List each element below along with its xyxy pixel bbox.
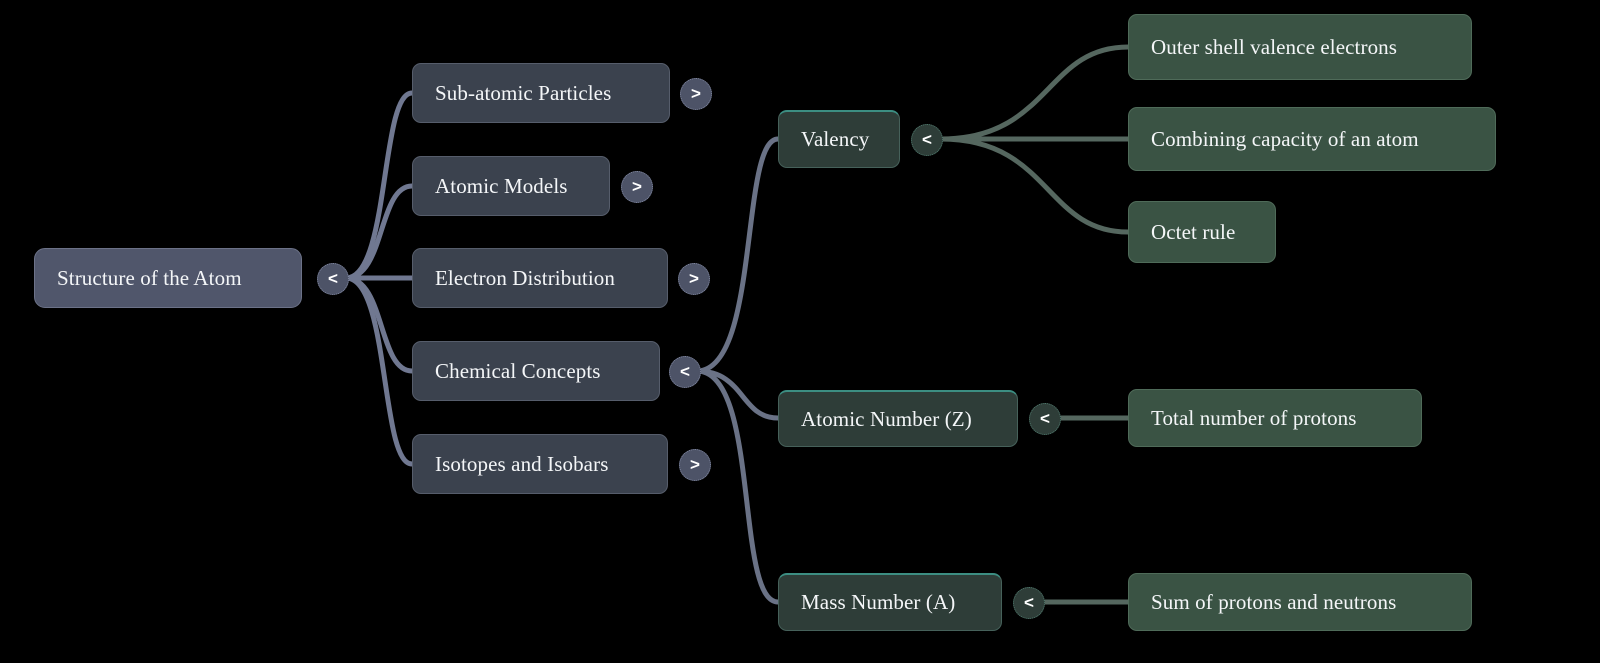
node-isotopes-and-isobars-label: Isotopes and Isobars: [435, 451, 609, 476]
node-mass-number[interactable]: Mass Number (A): [778, 573, 1002, 631]
node-outer-shell-valence-electrons[interactable]: Outer shell valence electrons: [1128, 14, 1472, 80]
chevron-right-icon: >: [689, 268, 699, 288]
node-valency-label: Valency: [801, 127, 870, 151]
node-sum-of-protons-and-neutrons[interactable]: Sum of protons and neutrons: [1128, 573, 1472, 631]
chevron-left-icon: <: [1024, 592, 1034, 612]
node-sum-of-protons-and-neutrons-label: Sum of protons and neutrons: [1151, 589, 1397, 614]
node-electron-distribution[interactable]: Electron Distribution: [412, 248, 668, 308]
node-octet-rule[interactable]: Octet rule: [1128, 201, 1276, 263]
toggle-electron-distribution[interactable]: >: [678, 263, 710, 295]
chevron-right-icon: >: [632, 176, 642, 196]
edge-valency-to-octet-rule: [938, 136, 1131, 235]
toggle-sub-atomic-particles[interactable]: >: [680, 78, 712, 110]
node-chemical-concepts-label: Chemical Concepts: [435, 358, 601, 383]
toggle-chemical-concepts[interactable]: <: [669, 356, 701, 388]
edge-chemical-to-mass-number: [694, 368, 781, 605]
chevron-right-icon: >: [691, 83, 701, 103]
node-outer-shell-valence-electrons-label: Outer shell valence electrons: [1151, 34, 1398, 59]
edge-root-to-chemical-concepts: [343, 275, 415, 374]
chevron-right-icon: >: [690, 454, 700, 474]
node-atomic-models-label: Atomic Models: [435, 173, 568, 198]
toggle-root[interactable]: <: [317, 263, 349, 295]
node-isotopes-and-isobars[interactable]: Isotopes and Isobars: [412, 434, 668, 494]
chevron-left-icon: <: [680, 361, 690, 381]
chevron-left-icon: <: [922, 129, 932, 149]
node-root-label: Structure of the Atom: [57, 265, 242, 290]
node-atomic-number[interactable]: Atomic Number (Z): [778, 390, 1018, 447]
node-combining-capacity-of-an-atom-label: Combining capacity of an atom: [1151, 126, 1419, 151]
toggle-mass-number[interactable]: <: [1013, 587, 1045, 619]
edge-chemical-to-valency: [694, 136, 781, 374]
node-combining-capacity-of-an-atom[interactable]: Combining capacity of an atom: [1128, 107, 1496, 171]
node-root[interactable]: Structure of the Atom: [34, 248, 302, 308]
chevron-left-icon: <: [1040, 408, 1050, 428]
toggle-atomic-number[interactable]: <: [1029, 403, 1061, 435]
node-atomic-models[interactable]: Atomic Models: [412, 156, 610, 216]
node-octet-rule-label: Octet rule: [1151, 219, 1236, 244]
toggle-valency[interactable]: <: [911, 124, 943, 156]
edge-root-to-atomic-models: [343, 183, 415, 281]
node-total-number-of-protons[interactable]: Total number of protons: [1128, 389, 1422, 447]
node-atomic-number-label: Atomic Number (Z): [801, 406, 972, 431]
edge-valency-to-outer-shell: [938, 44, 1131, 142]
node-sub-atomic-particles[interactable]: Sub-atomic Particles: [412, 63, 670, 123]
edge-root-to-subatomic: [343, 90, 415, 281]
chevron-left-icon: <: [328, 268, 338, 288]
edge-chemical-to-atomic-number: [694, 368, 781, 421]
toggle-atomic-models[interactable]: >: [621, 171, 653, 203]
node-sub-atomic-particles-label: Sub-atomic Particles: [435, 80, 612, 105]
node-chemical-concepts[interactable]: Chemical Concepts: [412, 341, 660, 401]
node-total-number-of-protons-label: Total number of protons: [1151, 405, 1357, 430]
edge-root-to-isotopes: [343, 275, 415, 467]
toggle-isotopes-and-isobars[interactable]: >: [679, 449, 711, 481]
node-mass-number-label: Mass Number (A): [801, 590, 956, 614]
node-electron-distribution-label: Electron Distribution: [435, 265, 615, 290]
node-valency[interactable]: Valency: [778, 110, 900, 168]
